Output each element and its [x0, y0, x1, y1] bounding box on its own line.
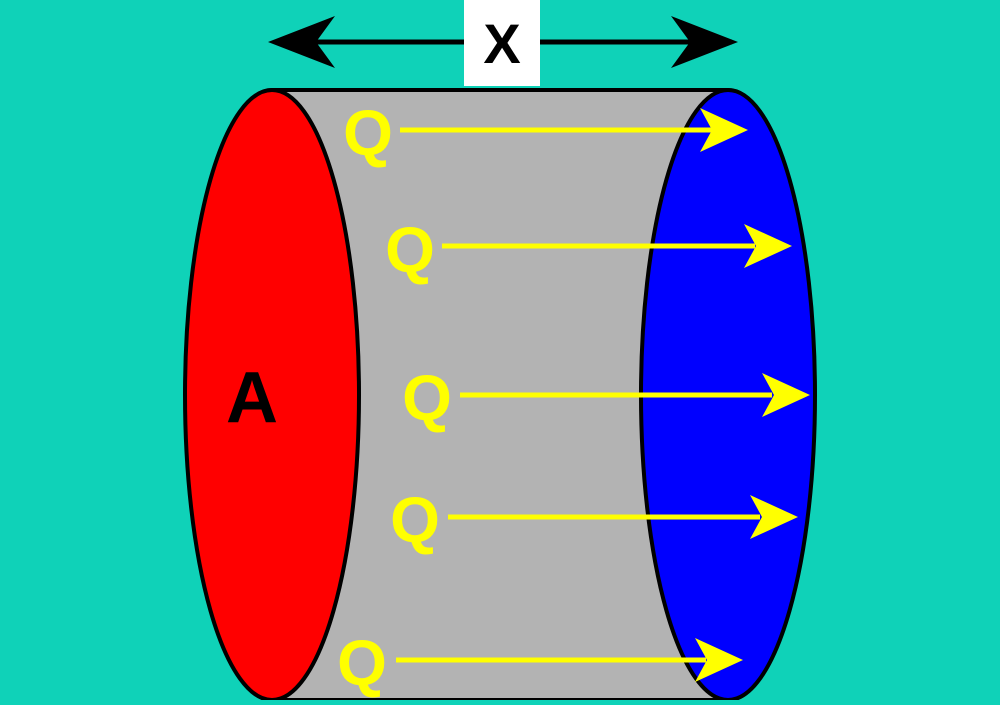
heat-flow-label: Q: [337, 627, 387, 699]
area-label: A: [226, 358, 278, 438]
length-label: X: [464, 0, 540, 86]
length-arrow-left-head: [268, 16, 335, 68]
heat-flow-label: Q: [402, 362, 452, 434]
heat-flow-label: Q: [343, 97, 393, 169]
heat-flow-label: Q: [390, 484, 440, 556]
length-arrow-right-head: [671, 16, 738, 68]
heat-flow-label: Q: [385, 214, 435, 286]
heat-flow-arrow: Q: [390, 484, 798, 556]
heat-flow-arrow: Q: [385, 214, 792, 286]
heat-flow-arrow: Q: [337, 627, 743, 699]
heat-flow-arrows: Q Q Q Q Q: [337, 97, 810, 699]
heat-flow-arrow: Q: [402, 362, 810, 434]
heat-flow-arrow: Q: [343, 97, 748, 169]
